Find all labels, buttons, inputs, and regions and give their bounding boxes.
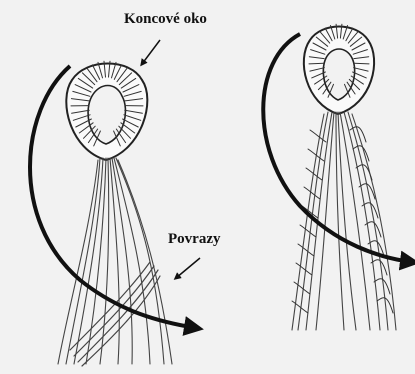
twist-mark xyxy=(304,187,320,199)
twist-mark xyxy=(294,282,310,294)
twist-mark xyxy=(350,127,366,142)
twist-mark xyxy=(296,263,312,275)
ropes-leader xyxy=(176,258,200,278)
end-eye-leader xyxy=(142,40,160,64)
left-end-eye xyxy=(66,61,147,160)
twist-mark xyxy=(300,225,316,237)
whipping-tick xyxy=(354,63,369,64)
right-strands xyxy=(292,112,396,330)
ropes-label: Povrazy xyxy=(168,231,220,248)
end-eye-label: Koncové oko xyxy=(124,11,207,28)
right-end-eye xyxy=(304,24,374,114)
whipping-tick xyxy=(309,63,324,64)
right-splice xyxy=(292,24,396,330)
twist-mark xyxy=(298,244,314,256)
